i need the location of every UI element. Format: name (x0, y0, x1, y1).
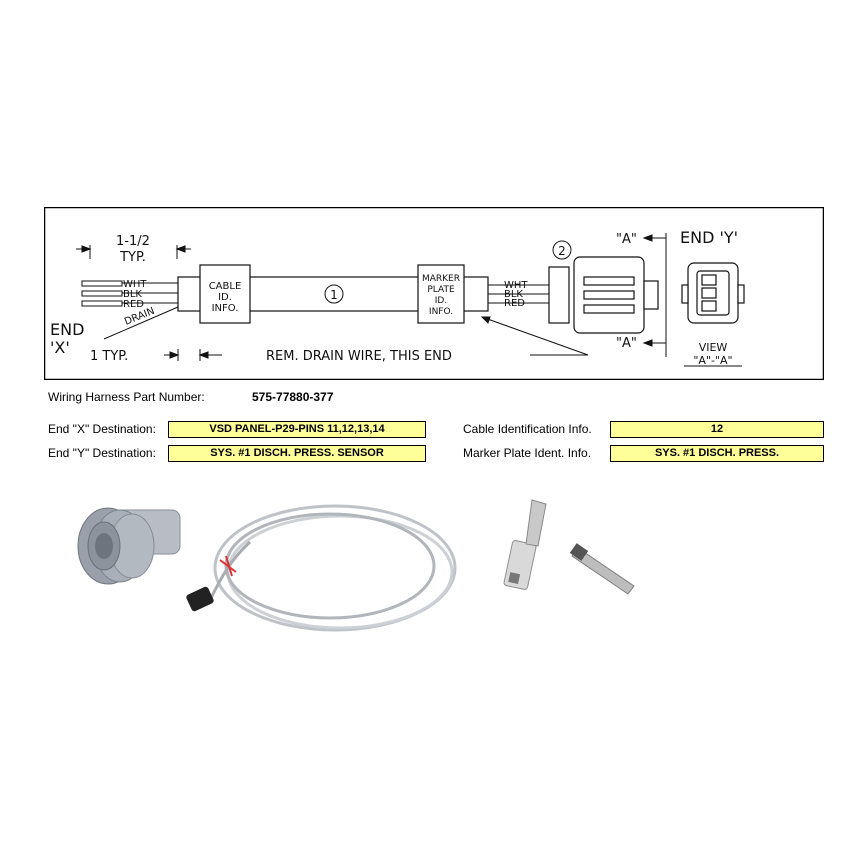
drain-note: REM. DRAIN WIRE, THIS END (266, 349, 452, 364)
marker-line1: MARKER (422, 274, 460, 284)
marker-line2: PLATE (427, 285, 455, 295)
dimension-top (76, 245, 191, 259)
end-x-destination-label: End "X" Destination: (48, 422, 156, 436)
connector-callout-number: 2 (558, 244, 566, 258)
cable-callout (324, 284, 344, 304)
marker-plate-box (417, 264, 465, 324)
view-label: VIEW (699, 341, 728, 354)
cable-id-line1: CABLE (209, 281, 242, 292)
marker-plate-label: Marker Plate Ident. Info. (463, 446, 592, 460)
connector-callout (552, 240, 572, 260)
right-wire-blk: BLK (504, 289, 523, 300)
cable-id-field: 12 (610, 421, 824, 438)
dimension-bottom (164, 349, 222, 361)
left-wire-red: RED (123, 299, 144, 310)
seal-grommet-image (77, 507, 181, 585)
section-a-top: "A" (616, 232, 637, 247)
cable-id-label: Cable Identification Info. (463, 422, 592, 436)
cable-id-line2: ID. (218, 292, 232, 303)
dim-top-typ: TYP. (119, 250, 146, 265)
part-number-value: 575-77880-377 (252, 390, 334, 404)
end-x-letter: 'X' (50, 338, 70, 357)
terminal-housing-image (503, 499, 547, 590)
right-wire-leads (488, 284, 549, 304)
left-wire-leads (81, 280, 179, 340)
right-wire-red: RED (504, 298, 525, 309)
marker-line3: ID. (435, 296, 447, 306)
dim-bottom-text: 1 TYP. (90, 349, 128, 364)
cable-connector-image (186, 555, 237, 612)
product-photos (77, 499, 635, 632)
end-x-destination-field: VSD PANEL-P29-PINS 11,12,13,14 (168, 421, 426, 438)
right-wire-wht: WHT (504, 280, 528, 291)
end-x-label: END (50, 320, 84, 339)
section-a-bottom: "A" (616, 336, 637, 351)
cable-callout-number: 1 (330, 288, 338, 302)
left-wire-blk: BLK (123, 289, 142, 300)
drain-note-leader (480, 316, 589, 356)
end-y-destination-field: SYS. #1 DISCH. PRESS. SENSOR (168, 445, 426, 462)
view-section-label: "A"-"A" (693, 354, 732, 367)
end-y-connector (548, 256, 659, 334)
dim-top-text: 1-1/2 (116, 234, 150, 249)
cable-id-box (199, 264, 251, 324)
end-y-destination-label: End "Y" Destination: (48, 446, 156, 460)
left-wire-wht: WHT (123, 279, 147, 290)
end-y-label: END 'Y' (680, 228, 738, 247)
section-arrows (642, 233, 667, 357)
connector-face-view (681, 262, 745, 324)
cable-id-line3: INFO. (212, 303, 239, 314)
marker-line4: INFO. (429, 307, 453, 317)
part-number-label: Wiring Harness Part Number: (48, 390, 205, 404)
cable-harness-image (208, 504, 457, 632)
wiring-diagram: 1-1/2 TYP. END 'X' WHT BLK RED DRAIN 1 T… (44, 207, 824, 380)
crimp-pin-image (569, 543, 635, 595)
marker-plate-field: SYS. #1 DISCH. PRESS. (610, 445, 824, 462)
